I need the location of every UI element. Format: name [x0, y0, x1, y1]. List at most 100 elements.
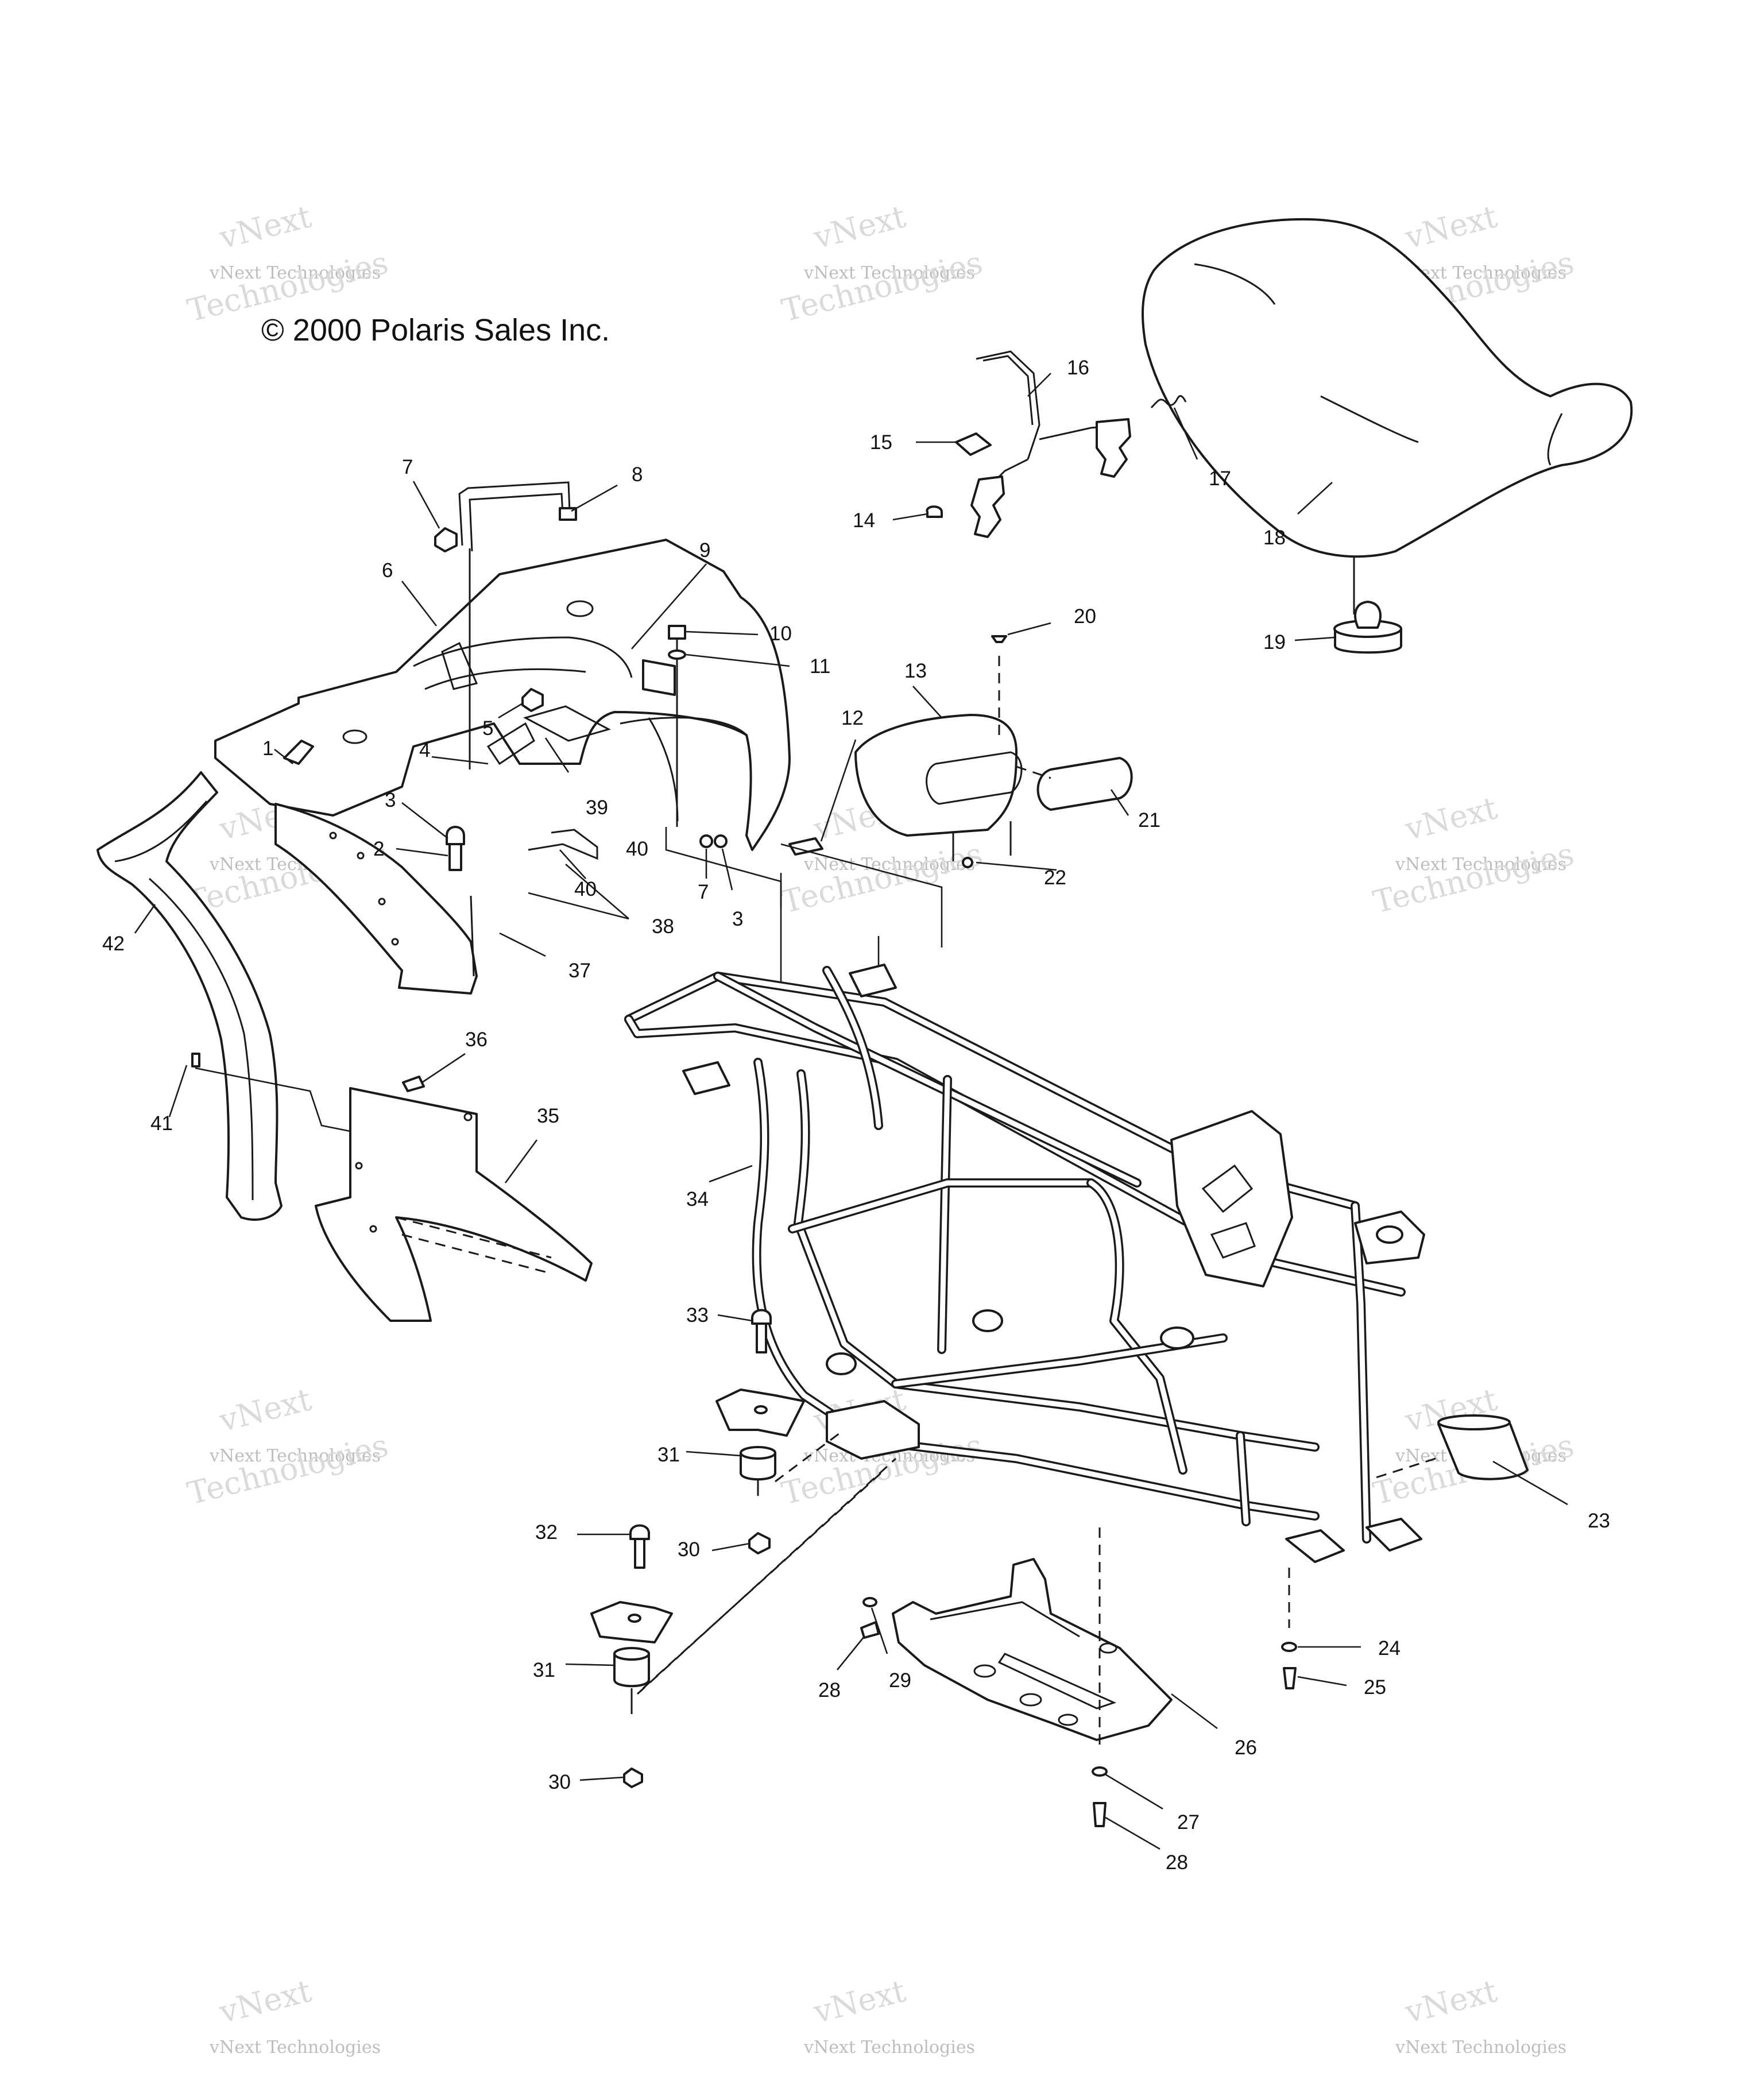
fender-edge	[648, 717, 679, 822]
callout-22: 22	[1044, 867, 1066, 889]
footrest-trim-edge	[114, 800, 208, 863]
callout-16: 16	[1067, 357, 1089, 379]
leader	[836, 1636, 865, 1670]
latch-hook-right	[1096, 418, 1131, 478]
callout-23: 23	[1588, 1510, 1610, 1532]
callout-11: 11	[810, 655, 830, 678]
watermark-text: vNext Technologies	[1395, 854, 1566, 875]
leader	[274, 748, 293, 765]
frame-upright-inner	[939, 1077, 950, 1352]
latch-rod	[976, 350, 1040, 460]
callout-4: 4	[419, 739, 430, 761]
rear-panel	[854, 714, 1018, 837]
latch-plate	[955, 432, 992, 456]
callout-17: 17	[1209, 467, 1231, 490]
mount-plate-hole	[628, 1614, 641, 1623]
leader	[1105, 1773, 1163, 1810]
fender-extension	[274, 803, 478, 995]
callout-21: 21	[1138, 809, 1160, 831]
callout-19: 19	[1263, 631, 1286, 653]
skid-plate-slot	[997, 1653, 1117, 1710]
watermark-text: vNext Technologies	[1395, 2037, 1566, 2057]
watermark-text: vNext Technologies	[803, 2037, 975, 2057]
frame-rear-foot	[1285, 1529, 1345, 1563]
washer-24	[1281, 1642, 1297, 1652]
seat-crease	[1194, 263, 1276, 305]
mount-rubber-upper	[740, 1452, 776, 1481]
nut-3-right	[714, 834, 728, 848]
frame-second-rail	[624, 1015, 1406, 1297]
leader	[892, 513, 928, 521]
mount-rubber-upper-top	[740, 1446, 776, 1460]
leader	[431, 756, 489, 765]
rear-fender-body	[214, 539, 791, 851]
leader	[571, 484, 618, 512]
callout-28: 28	[1166, 1851, 1188, 1874]
leader	[1171, 1693, 1218, 1730]
footwell-rivet	[369, 1225, 377, 1233]
callout-labels: 1 2 3 3 4 5 6 7 7 8 9 10 11 12 13 14 15 …	[102, 357, 1610, 1874]
footwell-rivet	[355, 1162, 363, 1170]
leader	[565, 864, 629, 919]
leader	[579, 1776, 625, 1781]
bolt-28-upper	[860, 1621, 880, 1639]
callout-34: 34	[686, 1188, 709, 1210]
leader	[721, 848, 733, 891]
frame-tab	[849, 964, 897, 997]
mount-guide	[636, 1457, 897, 1695]
frame-shock-plate	[1170, 1110, 1293, 1287]
callout-1: 1	[262, 737, 273, 760]
leader	[504, 1139, 538, 1184]
leader	[544, 737, 570, 773]
frame-rear-foot	[1365, 1518, 1422, 1552]
leader	[421, 1053, 466, 1084]
rear-fender	[214, 539, 791, 851]
fender-edge	[620, 717, 748, 736]
latch-rod-inner	[982, 355, 1034, 426]
latch-spring	[1150, 395, 1187, 409]
callout-7: 7	[698, 881, 709, 903]
footrest-trim-edge	[149, 877, 254, 1201]
callout-39: 39	[586, 796, 608, 819]
callout-33: 33	[686, 1304, 709, 1326]
leader	[709, 1165, 753, 1183]
nut-5	[521, 688, 544, 712]
skid-plate-hole	[1058, 1714, 1078, 1726]
leader	[396, 848, 448, 857]
callout-20: 20	[1074, 605, 1096, 628]
watermark-technologies: Technologies	[184, 1427, 392, 1512]
leader	[1027, 373, 1051, 397]
guide-line	[780, 843, 943, 947]
watermark-vnext: vNext	[810, 1973, 910, 2031]
fender-recess	[441, 641, 478, 690]
callout-27: 27	[1177, 1811, 1200, 1834]
fender-hole	[342, 729, 368, 744]
guide-line	[195, 1067, 351, 1132]
leader	[686, 631, 759, 636]
clip-41	[191, 1053, 200, 1068]
callout-29: 29	[889, 1669, 911, 1692]
fender-extension-fold	[470, 895, 475, 977]
fender-well	[424, 668, 586, 690]
latch-screw	[926, 505, 943, 518]
washer-29	[862, 1597, 877, 1607]
leader	[912, 686, 942, 718]
callout-18: 18	[1263, 527, 1286, 549]
callout-8: 8	[632, 463, 643, 486]
frame-rear-bend-inner	[1088, 1180, 1186, 1473]
watermark-technologies: Technologies	[1370, 836, 1577, 921]
rear-engine-mount	[1372, 1414, 1529, 1480]
watermark-text: vNext Technologies	[209, 263, 381, 283]
leader	[717, 1314, 753, 1322]
leader	[820, 739, 857, 842]
skid-plate	[892, 1558, 1173, 1741]
fender-bracket-right	[642, 659, 676, 696]
rear-rack	[458, 481, 577, 552]
frame-rear-upright-2-inner	[1237, 1433, 1249, 1525]
fender-extension-panel	[274, 803, 478, 995]
tail-lens	[1036, 757, 1133, 811]
leader	[871, 1607, 888, 1654]
rear-mount-hole	[1376, 1225, 1403, 1244]
fender-rivet	[357, 852, 365, 860]
watermark-vnext: vNext	[810, 198, 910, 256]
